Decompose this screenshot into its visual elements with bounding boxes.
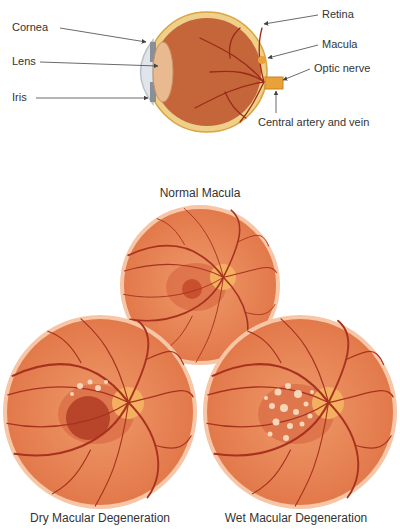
dry-fundus [5,317,195,507]
part-label: Macula [322,38,357,51]
wet-fundus [205,317,395,507]
part-label: Cornea [12,21,48,34]
part-label: Optic nerve [314,62,370,75]
part-label: Iris [12,91,27,104]
figure-caption: Dry Macular Degeneration [0,511,200,525]
eye-cross-section [141,12,284,132]
part-label: Central artery and vein [258,116,369,129]
figure-caption: Wet Macular Degeneration [196,511,396,525]
figure-caption: Normal Macula [100,186,300,200]
part-label: Lens [12,55,36,68]
part-label: Retina [322,8,354,21]
leader-lines [36,15,318,113]
